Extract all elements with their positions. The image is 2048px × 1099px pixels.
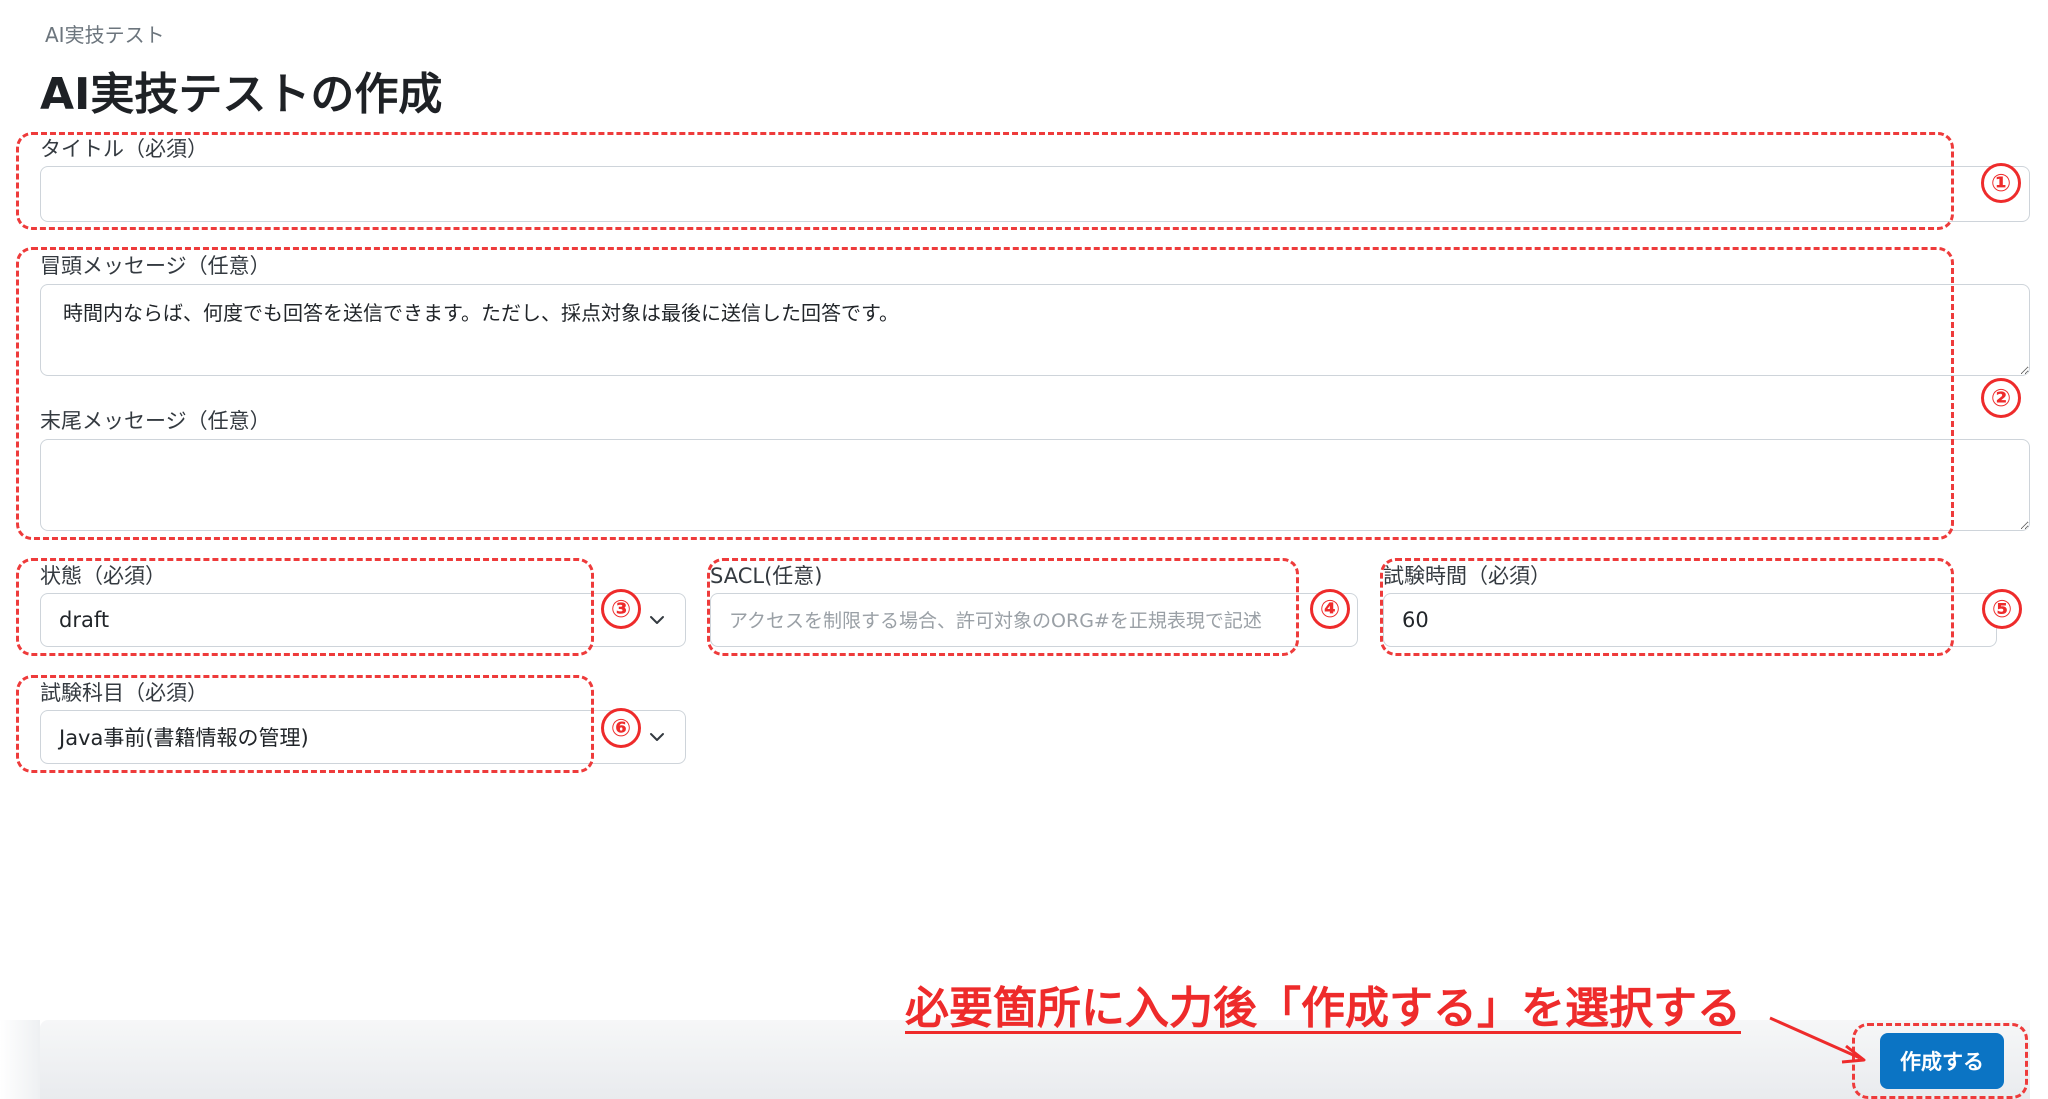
chevron-down-icon xyxy=(650,733,664,741)
instruction-text: 必要箇所に入力後「作成する」を選択する xyxy=(905,983,1741,1034)
sacl-label: SACL(任意) xyxy=(710,564,823,588)
annotation-number-5: ⑤ xyxy=(1982,589,2022,629)
breadcrumb[interactable]: AI実技テスト xyxy=(45,23,165,47)
opening-message-label: 冒頭メッセージ（任意） xyxy=(40,254,271,278)
sacl-input[interactable] xyxy=(710,593,1358,647)
closing-message-textarea[interactable] xyxy=(40,439,2030,531)
annotation-number-4: ④ xyxy=(1310,589,1350,629)
opening-message-textarea[interactable]: 時間内ならば、何度でも回答を送信できます。ただし、採点対象は最後に送信した回答で… xyxy=(40,284,2030,376)
footer-fade xyxy=(0,1020,40,1099)
status-label: 状態（必須） xyxy=(40,564,166,588)
status-select[interactable]: draft xyxy=(40,593,686,647)
annotation-number-3: ③ xyxy=(601,589,641,629)
create-button[interactable]: 作成する xyxy=(1880,1033,2004,1089)
annotation-number-1: ① xyxy=(1981,163,2021,203)
subject-label: 試験科目（必須） xyxy=(40,681,208,705)
footer-bar xyxy=(40,1020,2030,1099)
title-input[interactable] xyxy=(40,166,2030,222)
exam-time-input[interactable] xyxy=(1383,593,1997,647)
annotation-number-2: ② xyxy=(1981,378,2021,418)
exam-time-label: 試験時間（必須） xyxy=(1383,564,1551,588)
status-select-value: draft xyxy=(59,608,110,632)
closing-message-label: 末尾メッセージ（任意） xyxy=(40,409,271,433)
arrow-icon xyxy=(1769,1016,1866,1064)
chevron-down-icon xyxy=(650,616,664,624)
subject-select[interactable]: Java事前(書籍情報の管理) xyxy=(40,710,686,764)
subject-select-value: Java事前(書籍情報の管理) xyxy=(59,726,309,750)
title-label: タイトル（必須） xyxy=(40,137,208,161)
annotation-number-6: ⑥ xyxy=(601,708,641,748)
page-title: AI実技テストの作成 xyxy=(40,69,443,120)
